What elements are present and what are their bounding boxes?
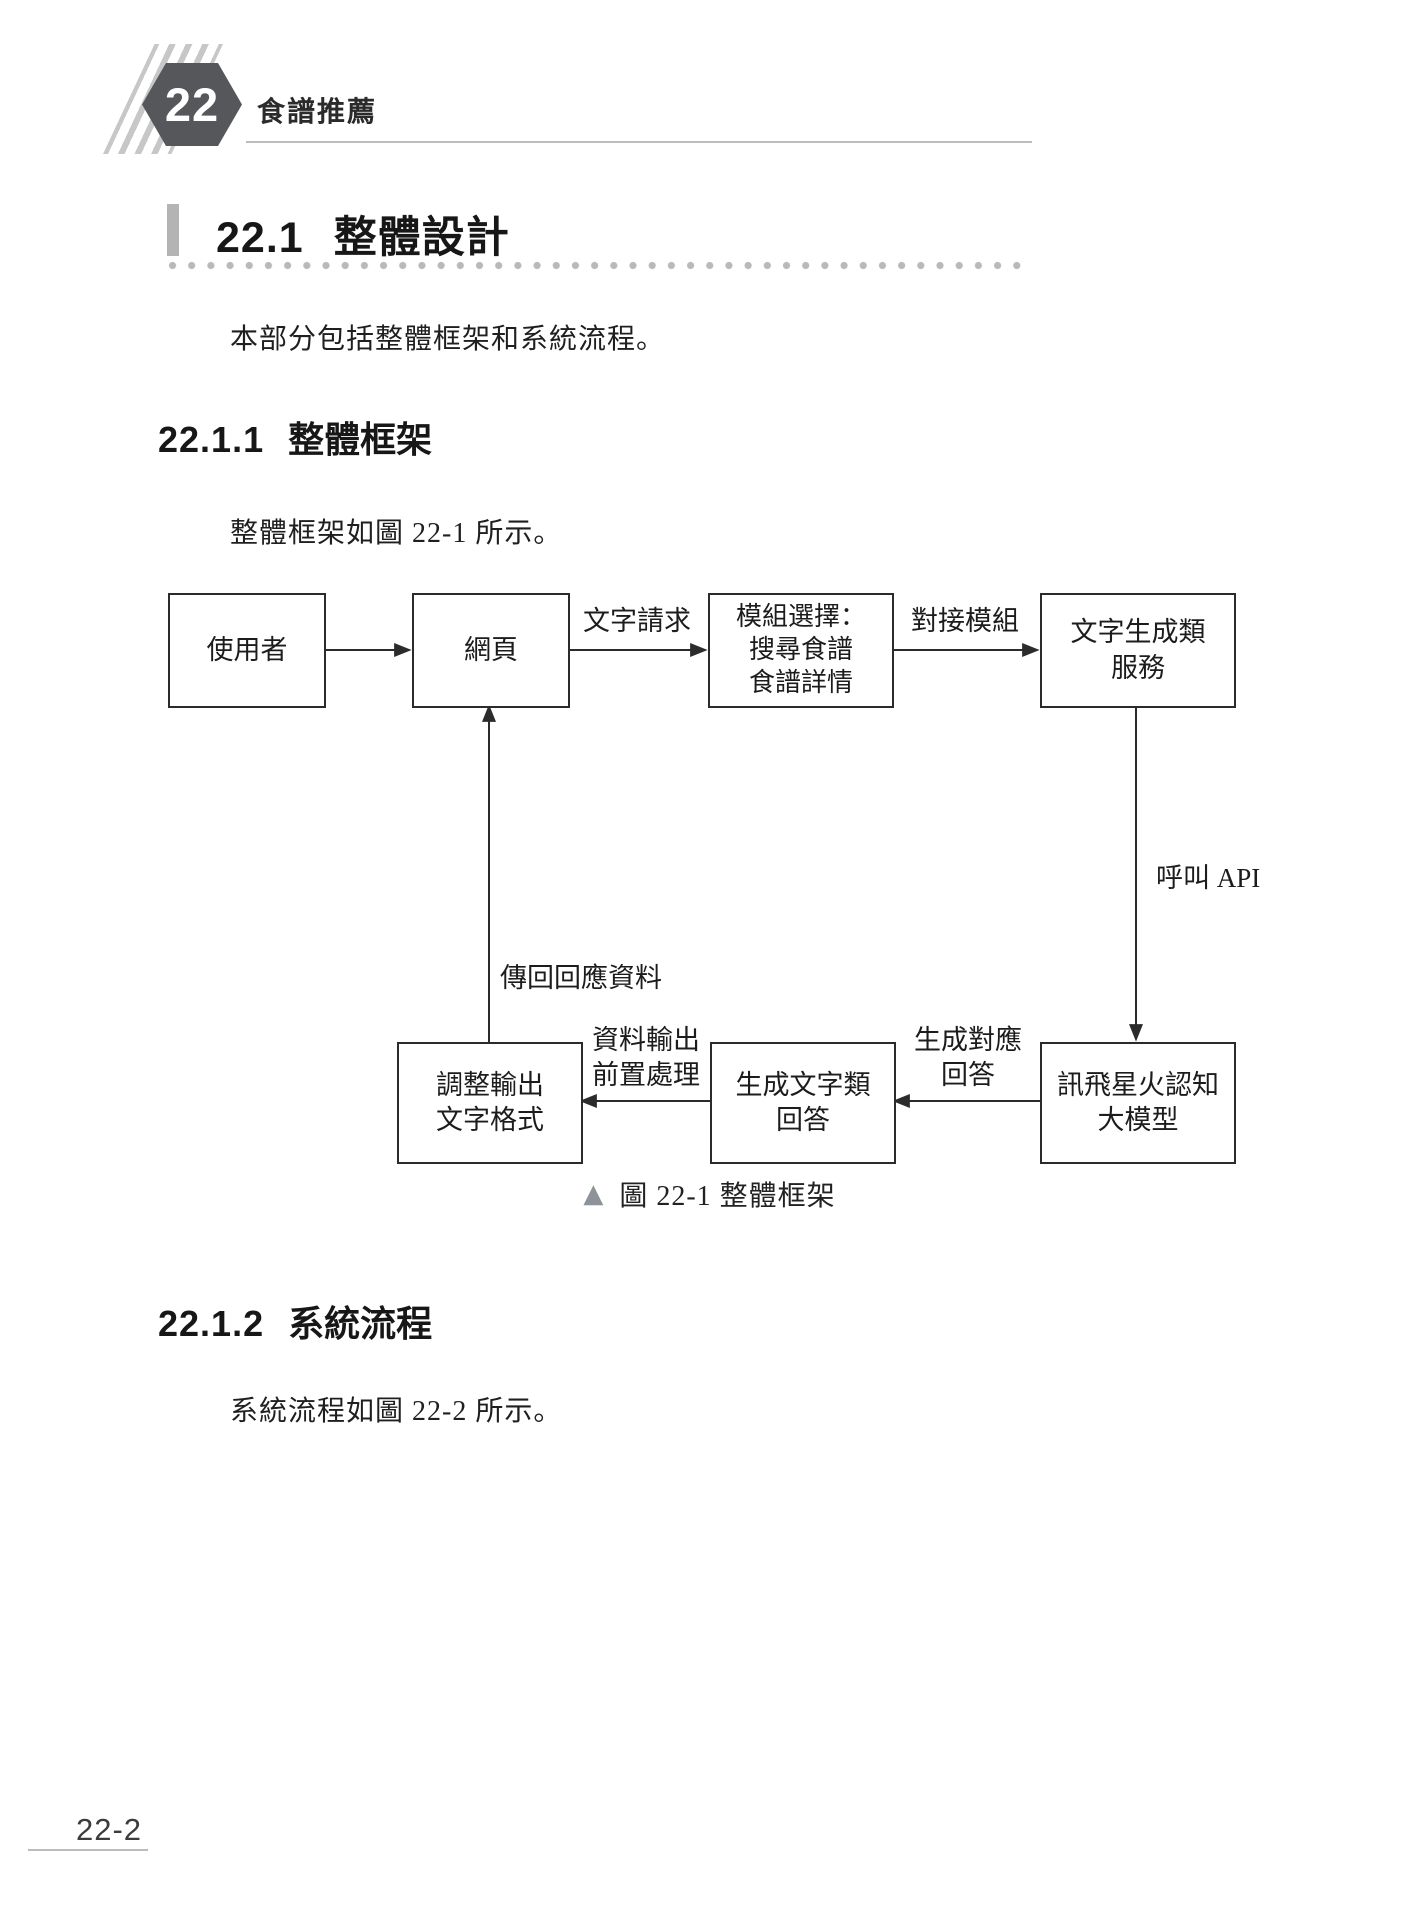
section-2212-heading: 22.1.2 系統流程 [158,1295,432,1347]
flow-node-gen-answer: 生成文字類 回答 [710,1042,896,1164]
edge-label-gen-reply: 生成對應 回答 [914,1025,1022,1090]
chapter-number-hexagon: 22 [142,63,242,146]
flow-node-spark-model: 訊飛星火認知 大模型 [1040,1042,1236,1164]
figure-caption-text: 圖 22-1 整體框架 [619,1181,836,1212]
section-2211-number: 22.1.1 [158,419,265,460]
page-number: 22-2 [76,1812,143,1847]
flow-node-user: 使用者 [168,593,326,708]
footer-rule [28,1849,148,1851]
paragraph-overview: 本部分包括整體框架和系統流程。 [230,324,666,355]
edge-label-text-request: 文字請求 [583,606,691,636]
section-221-title: 整體設計 [333,214,510,262]
section-221-heading: 22.1 整體設計 [216,203,510,265]
flow-node-text-service: 文字生成類 服務 [1040,593,1236,708]
section-2212-number: 22.1.2 [158,1303,265,1344]
section-heading-bar [167,204,179,256]
section-2212-title: 系統流程 [288,1303,433,1344]
flow-node-adjust-output: 調整輸出 文字格式 [397,1042,583,1164]
chapter-title: 食譜推薦 [257,96,378,127]
edge-label-call-api: 呼叫 API [1156,863,1261,893]
figure-caption-triangle-icon: ▲ [583,1179,604,1209]
figure-caption: ▲ 圖 22-1 整體框架 [0,1174,1419,1214]
dotted-rule [168,261,1032,271]
section-221-number: 22.1 [216,214,304,262]
chapter-number: 22 [164,78,220,131]
flow-node-web: 網頁 [412,593,570,708]
edge-label-dock-module: 對接模組 [911,606,1019,636]
paragraph-framework: 整體框架如圖 22-1 所示。 [230,518,563,549]
paragraph-flow: 系統流程如圖 22-2 所示。 [230,1396,563,1427]
section-2211-title: 整體框架 [288,419,433,460]
section-2211-heading: 22.1.1 整體框架 [158,411,432,463]
flow-node-module-select: 模組選擇： 搜尋食譜 食譜詳情 [708,593,894,708]
edge-label-data-preprocess: 資料輸出 前置處理 [592,1025,700,1090]
edge-label-return-response: 傳回回應資料 [500,963,662,993]
header-rule [246,141,1032,143]
